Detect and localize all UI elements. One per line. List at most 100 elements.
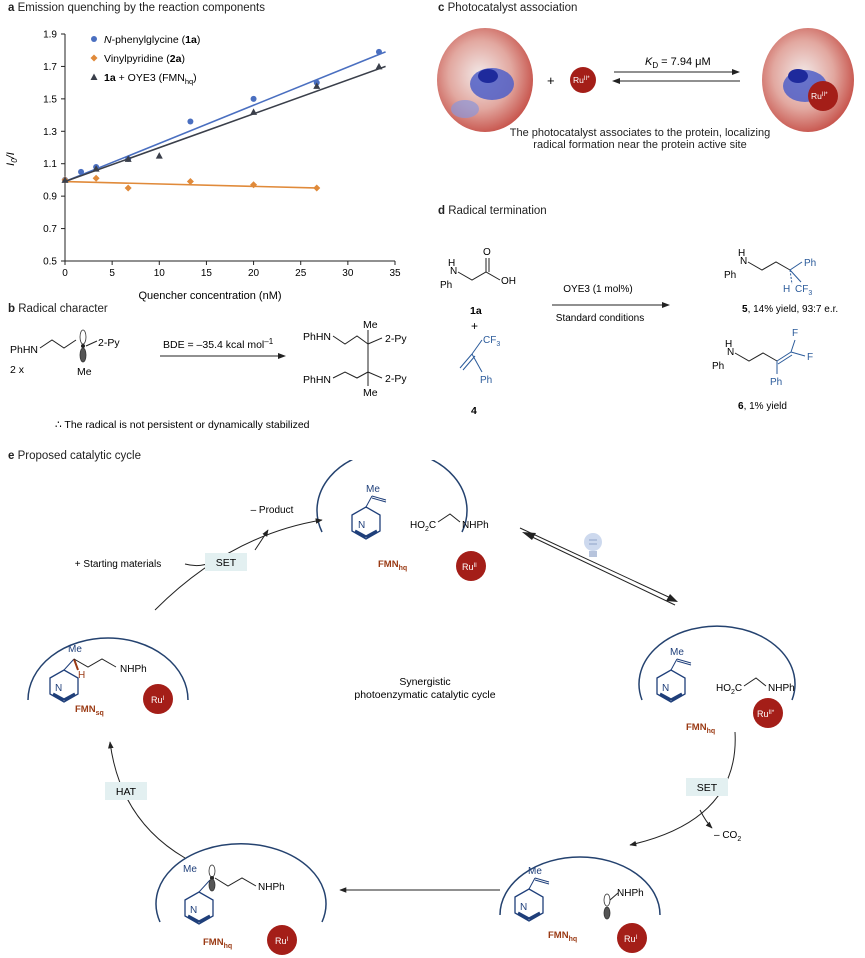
series-3 [61, 62, 386, 183]
svg-text:Ph: Ph [440, 280, 452, 291]
svg-text:F: F [792, 328, 798, 339]
svg-text:Me: Me [670, 647, 684, 658]
x-tick-label: 20 [248, 268, 260, 279]
compound-4-label: 4 [471, 405, 477, 417]
y-tick-label: 1.7 [43, 62, 57, 73]
x-tick-label: 30 [342, 268, 354, 279]
x-axis-label: Quencher concentration (nM) [138, 290, 281, 302]
kd-value: KD = 7.94 μM [645, 56, 711, 70]
svg-text:N: N [190, 905, 197, 916]
data-point [250, 108, 258, 115]
fmn-right: FMNhq [686, 722, 715, 735]
fmn-bottom-left: FMNhq [203, 937, 232, 950]
enzyme-pocket-top [316, 460, 468, 533]
set-box-right [686, 778, 728, 796]
svg-text:NHPh: NHPh [768, 683, 795, 694]
panel-e-title: e Proposed catalytic cycle [8, 450, 141, 462]
panel-c-caption: The photocatalyst associates to the prot… [509, 127, 771, 151]
svg-text:HO2C: HO2C [716, 683, 742, 696]
svg-text:NHPh: NHPh [258, 882, 285, 893]
bde-label: BDE = –35.4 kcal mol–1 [163, 337, 274, 351]
svg-text:RuI: RuI [151, 695, 165, 705]
y-tick-label: 1.3 [43, 127, 57, 138]
radical-character-scheme: PhHN 2-Py Me 2 x BDE = –35.4 kcal mol–1 … [10, 319, 407, 431]
data-point [78, 168, 85, 175]
y-tick-label: 0.7 [43, 224, 57, 235]
svg-text:SET: SET [697, 782, 718, 794]
lightbulb-icon [584, 533, 602, 557]
enzyme-pocket-bottom-left [155, 843, 327, 923]
data-point [61, 176, 69, 183]
minus-product: – Product [251, 505, 294, 516]
svg-text:H: H [78, 670, 85, 681]
panel-c-title: c Photocatalyst association [438, 2, 578, 14]
svg-text:Ph: Ph [480, 375, 492, 386]
protein-surface-left [437, 28, 533, 132]
svg-text:N: N [520, 902, 527, 913]
svg-text:CF3: CF3 [483, 335, 500, 348]
product-2py2: 2-Py [385, 373, 407, 385]
svg-text:NHPh: NHPh [120, 664, 147, 675]
svg-text:HO2C: HO2C [410, 520, 436, 533]
data-point [375, 62, 383, 70]
y-tick-label: 0.5 [43, 257, 57, 268]
arrow-top-label: OYE3 (1 mol%) [563, 284, 632, 295]
data-point [155, 152, 163, 159]
svg-text:Me: Me [68, 644, 82, 655]
svg-text:+: + [471, 319, 478, 333]
product-phhn-bottom: PhHN [303, 374, 331, 386]
catalytic-cycle-diagram: N Me HO2C NHPh FMNhq RuII N Me HO2C NHPh… [27, 460, 796, 955]
ru-catalyst-badge [570, 67, 596, 93]
svg-text:CF3: CF3 [795, 284, 812, 297]
svg-text:Ph: Ph [724, 270, 736, 281]
svg-text:H: H [725, 339, 732, 350]
enzyme-pocket-bottom-right [499, 856, 661, 916]
product-2py1: 2-Py [385, 333, 407, 345]
svg-text:N: N [450, 266, 457, 277]
x-tick-label: 15 [201, 268, 213, 279]
radical-termination-scheme: H N Ph O OH 1a + CF3 Ph 4 OYE3 (1 mol%) … [440, 247, 838, 417]
y-tick-label: 0.9 [43, 192, 57, 203]
svg-text:NHPh: NHPh [462, 520, 489, 531]
ru-i-bottom-right [617, 923, 647, 953]
protein-surface-right [762, 28, 854, 132]
fit-line [64, 180, 320, 189]
data-point [186, 178, 194, 186]
svg-text:HAT: HAT [116, 786, 137, 798]
data-point [375, 48, 382, 55]
series-1 [62, 48, 386, 183]
svg-text:RuII*: RuII* [757, 709, 775, 719]
y-tick-label: 1.5 [43, 94, 57, 105]
svg-text:N: N [55, 683, 62, 694]
svg-text:RuI: RuI [624, 934, 638, 944]
svg-text:N: N [727, 347, 734, 358]
fit-line [64, 65, 386, 183]
svg-text:RuI: RuI [275, 936, 289, 946]
panel-d-title: d Radical termination [438, 205, 547, 217]
svg-text:H: H [783, 284, 790, 295]
hat-box [105, 782, 147, 800]
ru-bound-label: RuII* [811, 91, 828, 101]
x-tick-label: 5 [109, 268, 115, 279]
legend-entry: Vinylpyridine (2a) [104, 53, 185, 65]
fmn-top: FMNhq [378, 559, 407, 572]
svg-text:Ph: Ph [770, 377, 782, 388]
plus-starting-materials: + Starting materials [75, 559, 161, 570]
cycle-center-line1: Synergistic [399, 676, 450, 688]
radical-conclusion: ∴ The radical is not persistent or dynam… [55, 419, 310, 431]
product-me2: Me [363, 387, 378, 399]
svg-text:F: F [807, 352, 813, 363]
product-me1: Me [363, 319, 378, 331]
plus-sign: + [547, 73, 555, 88]
ru-i-bottom-left [267, 925, 297, 955]
svg-text:N: N [358, 520, 365, 531]
ru-ii-top [456, 551, 486, 581]
product-5-caption: 5, 14% yield, 93:7 e.r. [742, 304, 838, 315]
product-phhn-top: PhHN [303, 331, 331, 343]
ru-catalyst-label: RuII* [573, 75, 590, 85]
panel-b-title: b Radical character [8, 303, 108, 315]
y-tick-label: 1.1 [43, 159, 57, 170]
svg-text:N: N [662, 683, 669, 694]
data-point [91, 36, 97, 42]
